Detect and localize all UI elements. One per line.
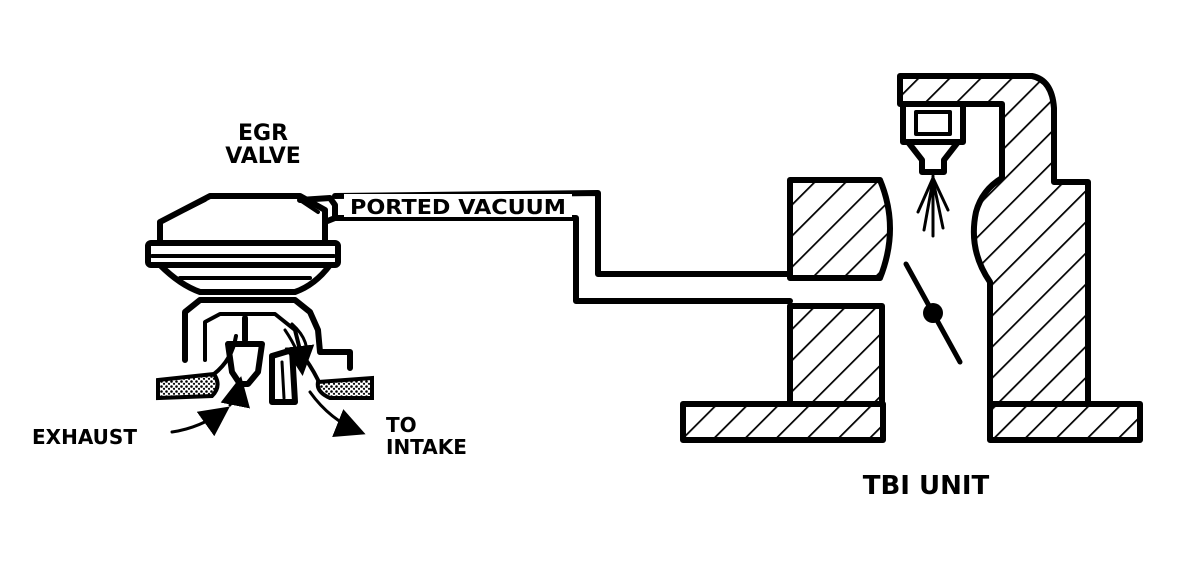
to-intake-label-line1: TO [386, 413, 417, 437]
tbi-left-base [680, 401, 886, 443]
tbi-right-body [897, 73, 1091, 407]
egr-valve-dome [157, 193, 328, 246]
throttle-shaft [923, 303, 943, 323]
tbi-unit [680, 73, 1143, 443]
egr-label-line1: EGR [238, 121, 288, 146]
egr-valve-base [182, 297, 353, 371]
egr-valve [145, 193, 374, 438]
exhaust-gasket [156, 371, 220, 401]
fuel-injector [900, 101, 966, 145]
injector-nozzle [905, 139, 961, 175]
egr-valve-flange [145, 240, 341, 268]
egr-valve-funnel [157, 262, 333, 295]
egr-vacuum-nipple [297, 195, 338, 225]
exhaust-label: EXHAUST [32, 425, 137, 449]
tbi-right-base [987, 401, 1143, 443]
fuel-spray [916, 174, 950, 238]
exhaust-arrow [170, 406, 230, 437]
tbi-left-lower-block [787, 303, 885, 407]
tbi-left-upper-block [787, 177, 893, 281]
tbi-unit-label: TBI UNIT [863, 471, 990, 501]
ported-vacuum-label: PORTED VACUUM [350, 195, 566, 219]
egr-label-line2: VALVE [225, 144, 301, 169]
to-intake-label-line2: INTAKE [386, 435, 467, 459]
intake-gasket [315, 375, 374, 400]
